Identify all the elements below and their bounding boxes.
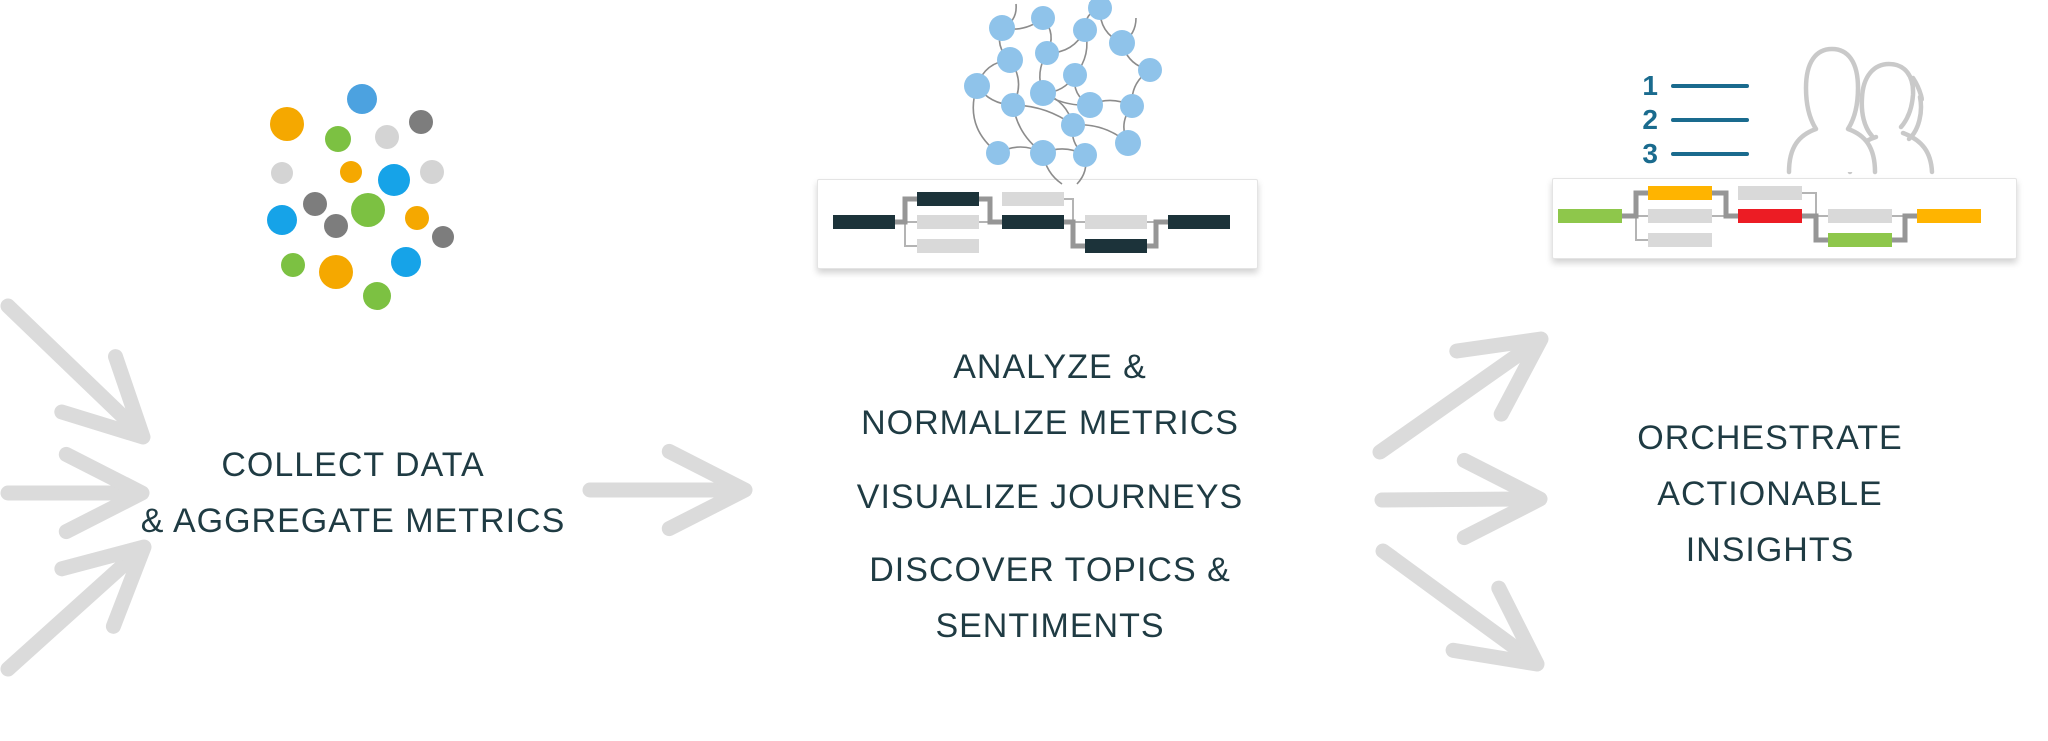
brain-node	[1030, 140, 1056, 166]
brain-edge	[1042, 74, 1076, 94]
brain-edge	[1042, 17, 1052, 54]
brain-edge	[976, 59, 1011, 87]
arrow-in-top-icon	[0, 298, 151, 445]
list-row: 3	[1636, 137, 1749, 171]
brain-edge	[1084, 7, 1101, 31]
stage-analyze-label-3: DISCOVER TOPICS & SENTIMENTS	[869, 551, 1231, 645]
brain-node	[1073, 18, 1097, 42]
brain-node	[1088, 0, 1112, 20]
brain-edge	[1121, 42, 1151, 71]
brain-edge-tail	[1089, 1, 1101, 10]
data-dot	[324, 214, 348, 238]
brain-edge	[972, 85, 999, 154]
list-rule-line	[1671, 118, 1749, 122]
data-dot	[378, 164, 410, 196]
data-dot	[432, 226, 454, 248]
brain-network-edges	[972, 1, 1151, 185]
brain-node	[1109, 30, 1135, 56]
journey-map-card-orchestrate	[1552, 178, 2017, 259]
brain-edge	[1131, 69, 1151, 107]
brain-edge-tail	[1121, 17, 1137, 44]
brain-node	[1077, 92, 1103, 118]
data-dot	[270, 107, 304, 141]
stage-analyze-label-1: ANALYZE & NORMALIZE METRICS	[861, 348, 1239, 442]
stage-orchestrate-label: ORCHESTRATE ACTIONABLE INSIGHTS	[1637, 419, 1903, 569]
brain-edge	[1099, 7, 1123, 44]
brain-edge	[1042, 92, 1091, 106]
data-dot	[340, 161, 362, 183]
brain-edge	[997, 146, 1044, 154]
brain-edge	[1039, 52, 1048, 94]
people-icon	[1786, 46, 1935, 175]
brain-node	[1031, 6, 1055, 30]
stage-analyze-label-2: VISUALIZE JOURNEYS	[856, 478, 1244, 516]
brain-edge	[1012, 104, 1044, 154]
list-rule-line	[1671, 84, 1749, 88]
arrow-out-middle-icon	[1374, 452, 1548, 546]
data-dot-cluster	[267, 84, 454, 310]
stage-collect-label: COLLECT DATA & AGGREGATE METRICS	[140, 446, 566, 540]
brain-edge	[998, 27, 1011, 61]
brain-node	[1120, 94, 1144, 118]
data-dot	[319, 255, 353, 289]
data-dot	[363, 282, 391, 310]
arrow-out-bottom-icon	[1375, 543, 1545, 672]
data-dot	[271, 162, 293, 184]
arrow-in-bottom-icon	[0, 539, 152, 677]
data-dot	[325, 126, 351, 152]
list-row: 1	[1636, 69, 1749, 103]
brain-edge	[1012, 104, 1074, 126]
brain-edge	[1046, 29, 1086, 54]
brain-node	[989, 15, 1015, 41]
arrow-collect-to-analyze-icon	[582, 443, 753, 537]
brain-node	[1138, 58, 1162, 82]
brain-edge	[1001, 17, 1044, 30]
data-dot	[267, 205, 297, 235]
person-woman-icon	[1847, 61, 1935, 175]
data-dot	[281, 253, 305, 277]
brain-edge	[1072, 123, 1129, 144]
brain-node	[1115, 130, 1141, 156]
data-dot	[303, 192, 327, 216]
brain-node	[1073, 143, 1097, 167]
data-dot	[405, 206, 429, 230]
arrow-out-top-icon	[1372, 331, 1549, 460]
brain-node	[1035, 41, 1059, 65]
list-rule-line	[1671, 152, 1749, 156]
data-dot	[420, 160, 444, 184]
brain-edge	[1009, 59, 1020, 106]
brain-node	[964, 73, 990, 99]
data-dot	[375, 125, 399, 149]
brain-node	[1063, 63, 1087, 87]
brain-edge-tail	[1001, 3, 1017, 29]
brain-edge	[1073, 74, 1091, 106]
brain-node	[1061, 113, 1085, 137]
brain-node	[1001, 93, 1025, 117]
fan-out-arrows	[1372, 331, 1549, 672]
data-dot	[351, 193, 385, 227]
brain-edge	[976, 85, 1014, 106]
brain-edge	[1042, 92, 1074, 126]
list-number: 2	[1642, 104, 1658, 135]
data-dot	[347, 84, 377, 114]
brain-network-nodes	[964, 0, 1162, 167]
brain-node	[1030, 80, 1056, 106]
brain-edge	[1089, 99, 1133, 107]
brain-node	[997, 47, 1023, 73]
person-man-icon	[1786, 46, 1878, 175]
brain-edge	[1071, 124, 1086, 156]
brain-edge	[1074, 29, 1088, 76]
data-dot	[391, 247, 421, 277]
list-number: 1	[1642, 70, 1658, 101]
brain-edge	[1042, 148, 1086, 156]
list-number: 3	[1642, 138, 1658, 169]
brain-node	[986, 141, 1010, 165]
journey-map-card-analyze	[817, 179, 1258, 269]
data-dot	[409, 110, 433, 134]
brain-edge	[1123, 105, 1133, 144]
list-row: 2	[1636, 103, 1749, 137]
